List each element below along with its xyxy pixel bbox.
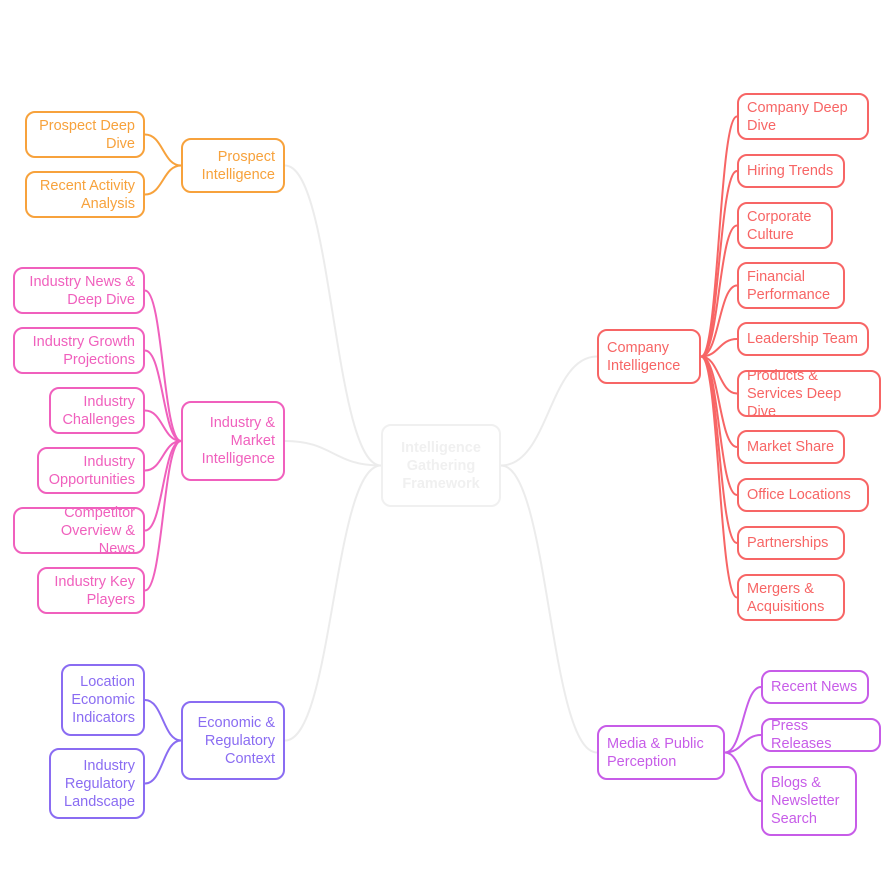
leaf-location-economic[interactable]: Location Economic Indicators <box>61 664 145 736</box>
branch-edge <box>724 751 762 802</box>
leaf-office-locations[interactable]: Office Locations <box>737 478 869 512</box>
branch-edge <box>700 224 738 358</box>
leaf-industry-key-players[interactable]: Industry Key Players <box>37 567 145 614</box>
leaf-press-releases[interactable]: Press Releases <box>761 718 881 752</box>
leaf-corporate-culture[interactable]: Corporate Culture <box>737 202 833 249</box>
branch-economic-regulatory[interactable]: Economic & Regulatory Context <box>181 701 285 780</box>
branch-edge <box>724 686 762 754</box>
branch-prospect-intelligence[interactable]: Prospect Intelligence <box>181 138 285 193</box>
leaf-products-services[interactable]: Products & Services Deep Dive <box>737 368 881 420</box>
branch-edge <box>144 440 182 592</box>
leaf-hiring-trends[interactable]: Hiring Trends <box>737 154 845 188</box>
leaf-industry-growth[interactable]: Industry Growth Projections <box>13 327 145 374</box>
center-edge <box>284 440 382 467</box>
branch-media-public-perception[interactable]: Media & Public Perception <box>597 725 725 780</box>
branch-edge <box>144 699 182 742</box>
branch-edge <box>144 289 182 442</box>
leaf-blogs-newsletter[interactable]: Blogs & Newsletter Search <box>761 766 857 836</box>
leaf-competitor-overview[interactable]: Competitor Overview & News <box>13 505 145 557</box>
branch-edge <box>724 734 762 754</box>
leaf-industry-challenges[interactable]: Industry Challenges <box>49 387 145 434</box>
branch-edge <box>700 355 738 544</box>
central-node[interactable]: Intelligence Gathering Framework <box>381 424 501 507</box>
branch-edge <box>700 284 738 358</box>
leaf-industry-opportunities[interactable]: Industry Opportunities <box>37 447 145 494</box>
leaf-prospect-deep-dive[interactable]: Prospect Deep Dive <box>25 111 145 158</box>
branch-edge <box>144 133 182 167</box>
branch-edge <box>144 739 182 785</box>
branch-edge <box>144 409 182 442</box>
center-edge <box>284 464 382 742</box>
leaf-recent-news[interactable]: Recent News <box>761 670 869 704</box>
center-edge <box>500 464 598 754</box>
branch-edge <box>700 355 738 599</box>
leaf-mergers-acquisitions[interactable]: Mergers & Acquisitions <box>737 574 845 621</box>
leaf-partnerships[interactable]: Partnerships <box>737 526 845 560</box>
branch-edge <box>144 349 182 442</box>
leaf-leadership-team[interactable]: Leadership Team <box>737 322 869 356</box>
branch-company-intelligence[interactable]: Company Intelligence <box>597 329 701 384</box>
branch-edge <box>700 355 738 448</box>
branch-industry-market-intelligence[interactable]: Industry & Market Intelligence <box>181 401 285 481</box>
branch-edge <box>700 338 738 358</box>
center-edge <box>284 164 382 467</box>
leaf-industry-news[interactable]: Industry News & Deep Dive <box>13 267 145 314</box>
leaf-industry-regulatory[interactable]: Industry Regulatory Landscape <box>49 748 145 819</box>
center-edge <box>500 355 598 467</box>
leaf-company-deep-dive[interactable]: Company Deep Dive <box>737 93 869 140</box>
leaf-financial-performance[interactable]: Financial Performance <box>737 262 845 309</box>
leaf-recent-activity-analysis[interactable]: Recent Activity Analysis <box>25 171 145 218</box>
branch-edge <box>144 164 182 196</box>
leaf-market-share[interactable]: Market Share <box>737 430 845 464</box>
branch-edge <box>700 170 738 358</box>
